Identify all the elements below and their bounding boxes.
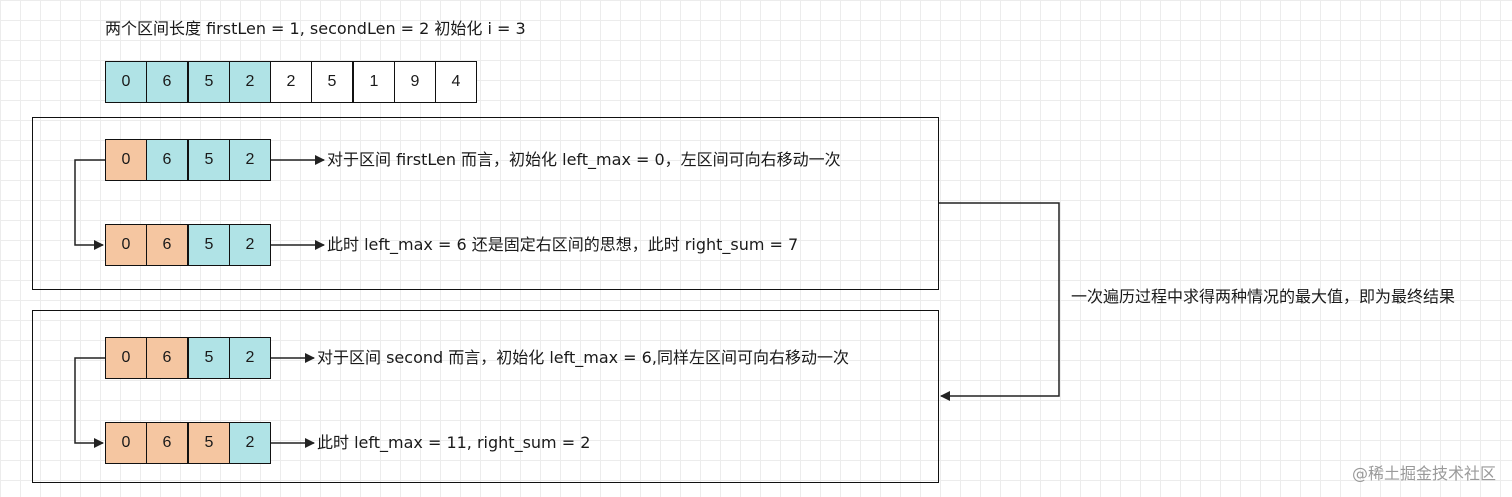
array-cell: 2 <box>270 61 312 103</box>
array-cell: 2 <box>229 422 271 464</box>
array-cell: 6 <box>146 422 188 464</box>
array-cell: 6 <box>146 337 188 379</box>
row-note-4: 此时 left_max = 11, right_sum = 2 <box>317 433 591 452</box>
array-cell: 4 <box>435 61 477 103</box>
array-cell: 2 <box>229 61 271 103</box>
array-cell: 5 <box>188 61 230 103</box>
array-cell: 2 <box>229 337 271 379</box>
second-len-panel <box>32 310 939 483</box>
array-cell: 6 <box>146 61 188 103</box>
row-note-3: 对于区间 second 而言，初始化 left_max = 6,同样左区间可向右… <box>317 348 849 367</box>
array-cell: 5 <box>311 61 353 103</box>
array-cell: 5 <box>188 337 230 379</box>
array-cell: 5 <box>188 139 230 181</box>
array-cell: 5 <box>188 224 230 266</box>
watermark: @稀土掘金技术社区 <box>1352 464 1497 483</box>
array-cell: 6 <box>146 139 188 181</box>
array-cell: 5 <box>188 422 230 464</box>
first-len-panel <box>32 117 939 290</box>
array-cell: 2 <box>229 224 271 266</box>
array-cell: 0 <box>105 139 147 181</box>
side-note: 一次遍历过程中求得两种情况的最大值，即为最终结果 <box>1071 287 1456 306</box>
elbow-arrow-1 <box>74 159 105 250</box>
panel-connector-arrow <box>939 202 1060 401</box>
array-cell: 2 <box>229 139 271 181</box>
header-text: 两个区间长度 firstLen = 1, secondLen = 2 初始化 i… <box>105 19 526 38</box>
row-note-2: 此时 left_max = 6 还是固定右区间的思想，此时 right_sum … <box>327 235 799 254</box>
elbow-arrow-2 <box>74 357 105 448</box>
array-cell: 6 <box>146 224 188 266</box>
row-note-1: 对于区间 firstLen 而言，初始化 left_max = 0，左区间可向右… <box>327 150 841 169</box>
array-cell: 1 <box>353 61 395 103</box>
